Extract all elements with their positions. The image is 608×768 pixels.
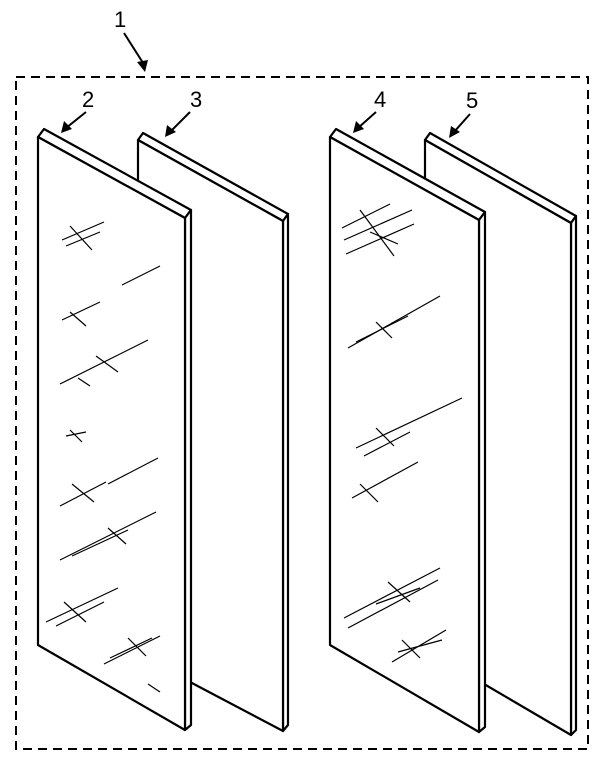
leader-2 (65, 111, 87, 129)
arrowhead-5 (449, 126, 460, 138)
mirror-right-glare (341, 203, 463, 663)
leader-3 (169, 111, 191, 133)
arrowhead-3 (165, 125, 176, 137)
callout-4: 4 (374, 87, 386, 112)
callout-2: 2 (82, 87, 94, 112)
callout-3: 3 (190, 87, 202, 112)
callout-5: 5 (466, 88, 478, 113)
mirror-right (328, 127, 487, 734)
arrowhead-2 (61, 121, 72, 133)
leader-5 (453, 113, 471, 133)
arrowhead-4 (353, 121, 364, 133)
mirror-left (36, 127, 193, 732)
kit-boundary (15, 76, 589, 750)
leader-4 (357, 111, 377, 129)
mirror-left-glare (45, 221, 161, 693)
arrowhead-1 (137, 60, 148, 72)
callout-1: 1 (114, 7, 126, 32)
leader-1 (123, 32, 146, 67)
